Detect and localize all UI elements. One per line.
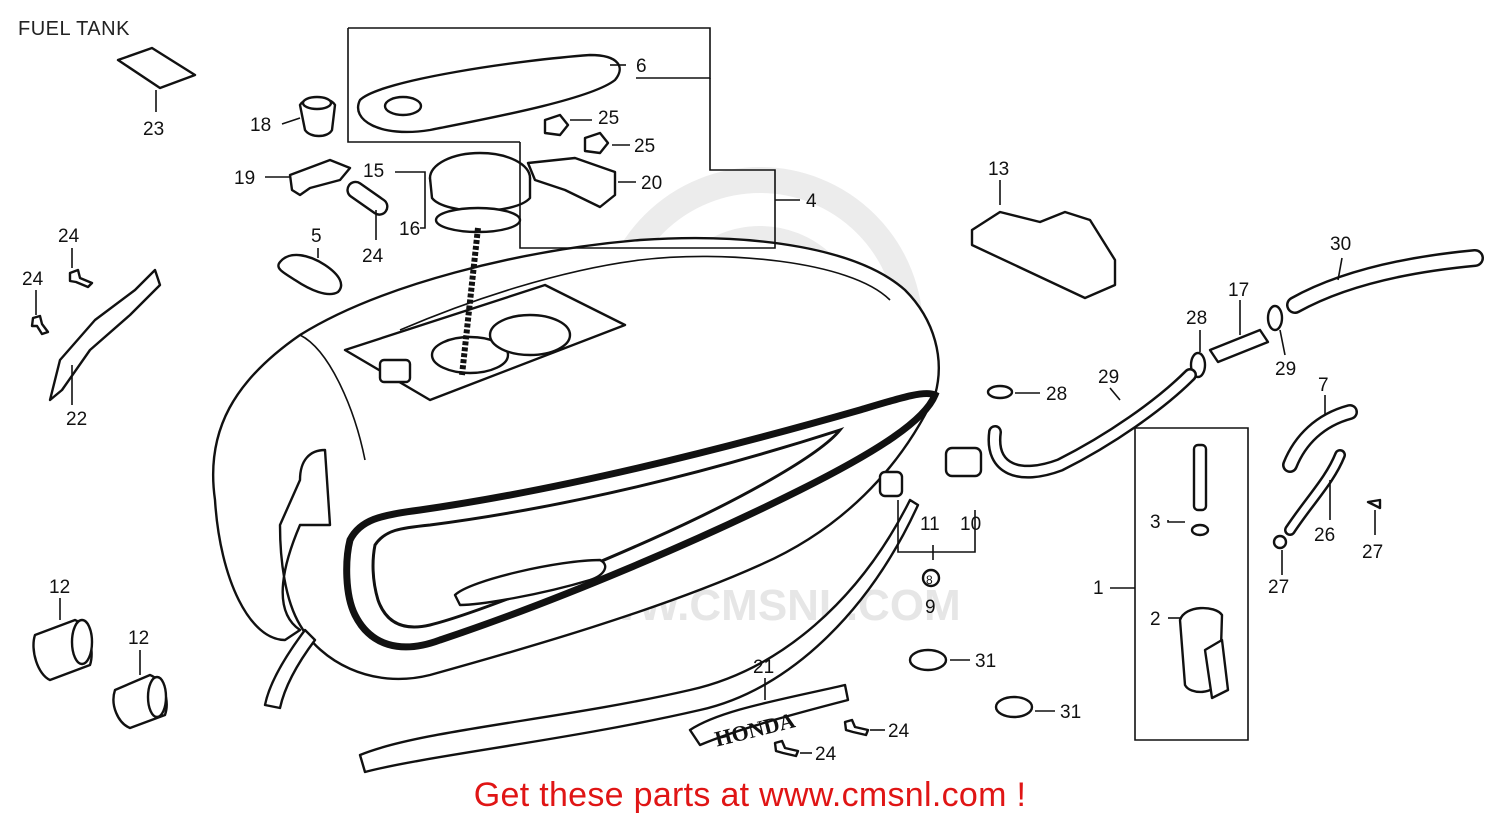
part-28-clip[interactable] [986, 384, 1014, 400]
part-25-nut[interactable] [543, 113, 570, 137]
callout-26: 26 [1314, 525, 1335, 546]
part-24-screw[interactable] [68, 268, 94, 289]
callout-9: 9 [925, 597, 936, 618]
part-16-hinge[interactable] [526, 156, 617, 209]
callout-24: 24 [888, 721, 910, 742]
callout-25: 25 [598, 108, 619, 129]
part-23-gasket[interactable] [344, 179, 390, 218]
callout-12: 12 [49, 577, 70, 598]
callout-10: 10 [960, 514, 981, 535]
part-20-bracket[interactable] [48, 268, 162, 402]
callout-21: 21 [753, 657, 774, 678]
callout-30: 30 [1330, 234, 1351, 255]
part-5-gasket[interactable] [277, 253, 343, 296]
part-10-rubber[interactable] [944, 446, 983, 478]
callout-24: 24 [58, 226, 80, 247]
callout-labels: 23 18 19 15 16 24 5 6 25 25 20 4 24 24 2… [22, 56, 1383, 765]
part-25-nut[interactable] [583, 131, 610, 155]
callout-29: 29 [1098, 367, 1119, 388]
callout-13: 13 [988, 159, 1009, 180]
part-1-fuel-cock[interactable] [1178, 443, 1230, 700]
callout-28: 29 [1275, 359, 1296, 380]
callout-11: 11 [920, 514, 940, 535]
footer-banner[interactable]: Get these parts at www.cmsnl.com ! [473, 776, 1027, 814]
callout-28: 28 [1046, 384, 1067, 405]
washer-mark: 8 [926, 573, 933, 587]
callout-19: 19 [234, 168, 255, 189]
callout-1: 1 [1093, 578, 1104, 599]
part-12-filter[interactable] [112, 673, 168, 730]
part-31-grommet[interactable] [994, 695, 1034, 719]
part-14-fuel-cap[interactable] [428, 151, 532, 212]
callout-31: 31 [975, 651, 996, 672]
callout-16: 20 [641, 173, 662, 194]
cap-chain [459, 227, 481, 376]
part-13-pad[interactable] [970, 210, 1117, 300]
fuel-tank-body[interactable] [211, 236, 940, 774]
callout-25: 25 [634, 136, 655, 157]
part-9-washer[interactable] [921, 568, 941, 588]
callout-3: 3 [1150, 512, 1161, 533]
callout-4: 4 [806, 191, 817, 212]
callout-6: 6 [636, 56, 647, 77]
callout-20: 22 [66, 409, 87, 430]
part-18-key-cylinder[interactable] [298, 95, 337, 138]
part-24-screw[interactable] [773, 739, 800, 758]
callout-7: 7 [1318, 375, 1329, 396]
part-19-clip[interactable] [288, 158, 352, 197]
callout-22: 23 [143, 119, 164, 140]
callout-24: 24 [22, 269, 44, 290]
part-27-clip[interactable] [1272, 534, 1288, 550]
callout-27: 27 [1362, 542, 1383, 563]
callout-5: 5 [311, 226, 322, 247]
callout-17: 17 [1228, 280, 1249, 301]
part-22-label[interactable] [116, 46, 197, 90]
callout-15: 16 [399, 219, 420, 240]
callout-28: 28 [1186, 308, 1207, 329]
group-box-rubbers [897, 500, 976, 553]
diagram-title: FUEL TANK [18, 18, 130, 40]
callout-12: 12 [128, 628, 149, 649]
part-24-screw[interactable] [843, 718, 870, 737]
callout-2: 2 [1150, 609, 1161, 630]
callout-27: 27 [1268, 577, 1289, 598]
callout-31: 31 [1060, 702, 1081, 723]
callout-14: 15 [363, 161, 384, 182]
group-box-fuel-cock [1134, 427, 1249, 741]
callout-24: 24 [815, 744, 837, 765]
part-31-grommet[interactable] [908, 648, 948, 672]
part-6-cap-cover[interactable] [357, 53, 621, 134]
part-11-rubber[interactable] [878, 470, 904, 498]
callout-23: 24 [362, 246, 384, 267]
part-28-clip[interactable] [1266, 304, 1284, 332]
part-29-hose[interactable] [987, 368, 1197, 479]
part-24-screw[interactable] [30, 314, 50, 336]
callout-18: 18 [250, 115, 271, 136]
part-12-filter[interactable] [32, 618, 94, 682]
part-27-clip[interactable] [1366, 498, 1382, 510]
part-17-joint[interactable] [1208, 328, 1270, 364]
group-box-cap [347, 27, 776, 249]
